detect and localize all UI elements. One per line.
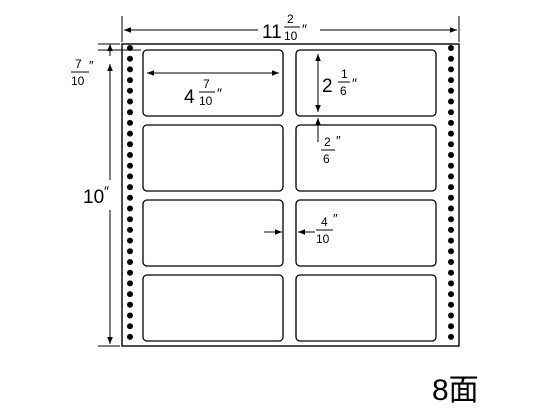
sheet-width-den: 10 <box>284 29 298 43</box>
sprocket-right-hole <box>448 45 454 51</box>
sprocket-right-hole <box>448 98 454 105</box>
sprocket-left-hole <box>127 130 133 137</box>
gap-horizontal-den: 10 <box>316 232 330 246</box>
sprocket-right-hole <box>448 141 454 148</box>
sprocket-right-hole <box>448 312 454 319</box>
sprocket-right-hole <box>448 226 454 233</box>
label-width-num: 7 <box>203 77 210 91</box>
top-margin-num: 7 <box>75 57 82 71</box>
sprocket-right-hole <box>448 184 454 191</box>
sprocket-left-hole <box>127 301 133 308</box>
sprocket-right-hole <box>448 205 454 212</box>
label-height-den: 6 <box>340 84 347 98</box>
label-height-whole: 2 <box>322 76 333 97</box>
sprocket-right-hole <box>448 259 454 265</box>
sprocket-left-hole <box>127 173 133 180</box>
label-width-dimension: 4 7 10 ″ <box>147 70 279 108</box>
sprocket-right-hole <box>448 323 454 330</box>
label-4 <box>295 124 437 192</box>
sheet-height-whole: 10 <box>83 187 104 208</box>
sheet-height-dimension: 10 ″ <box>83 64 120 347</box>
sprocket-right-hole <box>448 194 454 201</box>
sprocket-right-hole <box>448 77 454 84</box>
sprocket-left-hole <box>127 109 133 116</box>
sprocket-left-hole <box>127 119 133 126</box>
sprocket-holes-left <box>127 45 133 340</box>
label-8 <box>295 274 437 342</box>
sprocket-left-hole <box>127 269 133 276</box>
label-width-den: 10 <box>199 94 213 108</box>
sheet-width-unit: ″ <box>302 21 307 37</box>
sprocket-left-hole <box>127 87 133 94</box>
sprocket-holes-right <box>448 45 454 340</box>
top-margin-unit: ″ <box>89 58 94 73</box>
sprocket-left-hole <box>127 194 133 201</box>
sprocket-left-hole <box>127 216 133 223</box>
label-5 <box>142 199 284 267</box>
sprocket-left-hole <box>127 98 133 105</box>
sprocket-right-hole <box>448 152 454 158</box>
label-3 <box>142 124 284 192</box>
sprocket-right-hole <box>448 130 454 137</box>
sprocket-left-hole <box>127 184 133 191</box>
sprocket-left-hole <box>127 312 133 319</box>
label-2 <box>295 49 437 117</box>
sprocket-left-hole <box>127 323 133 330</box>
sheet-width-num: 2 <box>287 12 294 26</box>
sprocket-left-hole <box>127 226 133 233</box>
gap-vertical-den: 6 <box>323 152 330 166</box>
sprocket-right-hole <box>448 237 454 244</box>
label-height-num: 1 <box>341 67 348 81</box>
sprocket-left-hole <box>127 55 133 62</box>
sprocket-left-hole <box>127 291 133 298</box>
top-margin-dimension: 7 10 ″ <box>71 43 141 88</box>
sprocket-right-hole <box>448 109 454 116</box>
sprocket-right-hole <box>448 87 454 94</box>
sheet-outline <box>121 43 460 347</box>
sprocket-right-hole <box>448 66 454 73</box>
sprocket-left-hole <box>127 152 133 158</box>
label-width-unit: ″ <box>217 85 222 101</box>
sprocket-right-hole <box>448 55 454 62</box>
gap-vertical-unit: ″ <box>336 133 341 148</box>
sheet-width-dimension: 11 2 10 ″ <box>121 12 460 43</box>
label-height-dimension: 2 1 6 ″ <box>315 54 357 112</box>
sprocket-left-hole <box>127 66 133 73</box>
sprocket-left-hole <box>127 248 133 255</box>
label-height-unit: ″ <box>352 75 357 91</box>
label-7 <box>142 274 284 342</box>
label-gap-vertical-dimension: 2 6 ″ <box>315 118 341 166</box>
sprocket-right-hole <box>448 216 454 223</box>
sprocket-right-hole <box>448 291 454 298</box>
sprocket-left-hole <box>127 141 133 148</box>
label-6 <box>295 199 437 267</box>
gap-horizontal-num: 4 <box>321 215 328 229</box>
sprocket-right-hole <box>448 173 454 180</box>
label-gap-horizontal-dimension: 4 10 ″ <box>264 211 338 246</box>
sprocket-right-hole <box>448 248 454 255</box>
sprocket-left-hole <box>127 237 133 244</box>
sprocket-left-hole <box>127 205 133 212</box>
sprocket-right-hole <box>448 280 454 287</box>
sprocket-right-hole <box>448 301 454 308</box>
sheet-height-unit: ″ <box>104 183 109 199</box>
sprocket-right-hole <box>448 162 454 169</box>
labels-grid <box>142 49 437 342</box>
sprocket-right-hole <box>448 119 454 126</box>
label-1 <box>142 49 284 117</box>
top-margin-den: 10 <box>71 74 85 88</box>
label-width-whole: 4 <box>184 87 195 108</box>
sprocket-right-hole <box>448 269 454 276</box>
sprocket-left-hole <box>127 280 133 287</box>
label-count: 8面 <box>432 374 479 407</box>
sheet-width-whole: 11 <box>262 22 282 43</box>
sprocket-right-hole <box>448 333 454 340</box>
sprocket-left-hole <box>127 259 133 265</box>
gap-horizontal-unit: ″ <box>333 211 338 226</box>
sprocket-left-hole <box>127 333 133 340</box>
gap-vertical-num: 2 <box>324 135 331 149</box>
sprocket-left-hole <box>127 77 133 84</box>
sprocket-left-hole <box>127 162 133 169</box>
